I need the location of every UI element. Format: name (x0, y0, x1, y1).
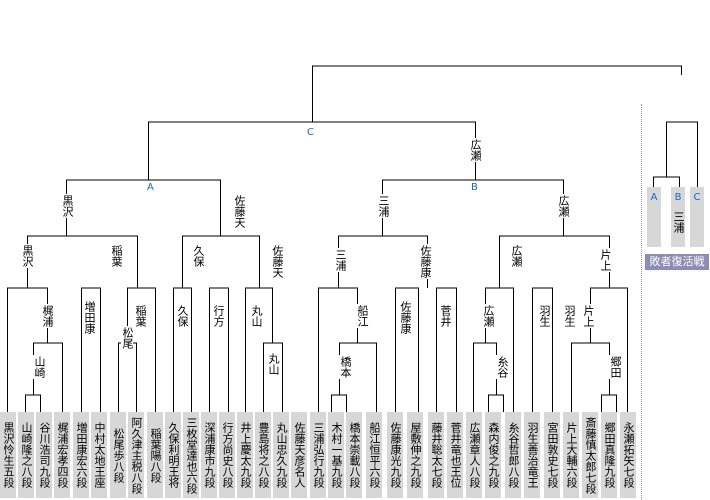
player-box: 斎藤慎太郎七段 (582, 412, 598, 498)
player-box: 羽生善治竜王 (524, 412, 540, 498)
repechage-name-b: 三浦 (672, 211, 685, 233)
player-box: 片上大輔六段 (563, 412, 579, 498)
player-box: 増田康宏六段 (73, 412, 89, 498)
player-box: 阿久津主税八段 (128, 412, 144, 498)
winner-r5-a: 黒沢 (61, 194, 74, 218)
winner-r2-a: 梶浦 (41, 304, 54, 328)
repechage-slot-b: B 三浦 (671, 187, 685, 247)
winner-r1-d: 郷田 (609, 355, 622, 379)
match-r3-i (436, 287, 457, 412)
player-box: 菅井竜也王位 (447, 412, 463, 498)
player-box: 佐藤天彦名人 (291, 412, 307, 498)
winner-r3-a: 増田康 (83, 300, 96, 335)
match-r1-d (601, 394, 617, 412)
winner-r3-j: 羽生 (538, 304, 551, 328)
winner-r2-c: 丸山 (267, 352, 280, 376)
winner-r4-d: 佐藤天 (271, 244, 284, 279)
player-box: 森内俊之九段 (485, 412, 501, 498)
player-box: 三枚堂達也六段 (183, 412, 199, 498)
repechage-tag-a: A (650, 192, 658, 203)
winner-r2-d: 船江 (356, 304, 369, 328)
winner-r1-a: 山崎 (33, 355, 46, 379)
repechage-label: 敗者復活戦 (645, 254, 709, 270)
player-box: 屋敷伸之九段 (407, 412, 423, 498)
match-r3-g (318, 287, 358, 412)
winner-r3-g: 佐藤康 (399, 300, 412, 335)
winner-r4-a: 黒沢 (21, 244, 34, 268)
match-r3-b (81, 287, 101, 412)
match-r2-f (571, 342, 610, 412)
winner-r3-e: 丸山 (250, 304, 263, 328)
player-box: 中村太地王座 (91, 412, 107, 498)
winner-r4-b: 稲葉 (110, 244, 123, 268)
player-box: 深浦康市九段 (201, 412, 217, 498)
winner-r3-d: 行方 (212, 304, 225, 328)
player-box: 谷川浩司九段 (36, 412, 52, 498)
player-box: 梶浦宏孝四段 (54, 412, 70, 498)
winner-r4-f: 広瀬 (510, 244, 523, 268)
player-box: 宮田敦史七段 (544, 412, 560, 498)
player-box: 松尾歩八段 (110, 412, 126, 498)
repechage-slot-a: A (647, 187, 661, 247)
player-box: 木村一基九段 (328, 412, 344, 498)
winner-r3-f: 三浦 (334, 248, 347, 272)
winner-r1-c: 糸谷 (496, 355, 509, 379)
match-r5-a (66, 179, 221, 236)
player-box: 豊島将之八段 (255, 412, 271, 498)
match-r1-a (25, 394, 41, 412)
player-box: 永瀬拓矢七段 (620, 412, 636, 498)
player-box: 船江恒平六段 (366, 412, 382, 498)
winner-r4-e: 佐藤康 (419, 244, 432, 279)
repechage-slot-c: C (690, 187, 704, 247)
winner-r6: 広瀬 (469, 138, 482, 162)
player-box: 三浦弘行九段 (310, 412, 326, 498)
player-box: 稲葉陽八段 (147, 412, 163, 498)
repechage-tag-c: C (693, 192, 701, 203)
match-r2-b (118, 342, 137, 412)
winner-r3-i: 広瀬 (482, 304, 495, 328)
match-r3-k (532, 287, 553, 412)
block-label-c: C (307, 127, 314, 138)
player-box: 山崎隆之八段 (18, 412, 34, 498)
winner-r3-b: 稲葉 (134, 304, 147, 328)
winner-r5-c: 三浦 (377, 194, 390, 218)
block-label-a: A (147, 182, 154, 193)
block-label-b: B (471, 182, 478, 193)
player-box: 郷田真隆九段 (601, 412, 617, 498)
winner-r3-c: 久保 (176, 304, 189, 328)
player-box: 黒沢怜生五段 (0, 412, 16, 498)
winner-r3-k: 片上 (582, 304, 595, 328)
winner-r2-b: 松尾 (121, 326, 134, 350)
match-r1-b (331, 394, 347, 412)
player-box: 行方尚史八段 (219, 412, 235, 498)
match-r3-e (209, 287, 229, 412)
section-divider (641, 104, 642, 500)
player-box: 丸山忠久九段 (273, 412, 289, 498)
repechage-tag-b: B (674, 192, 682, 203)
repechage-lines (653, 121, 698, 187)
player-box: 久保利明王将 (165, 412, 181, 498)
winner-r2-e: 羽生 (563, 304, 576, 328)
player-box: 広瀬章人八段 (466, 412, 482, 498)
winner-r4-c: 久保 (192, 244, 205, 268)
winner-r3-h: 菅井 (439, 304, 452, 328)
winner-r5-d: 広瀬 (557, 194, 570, 218)
match-r3-h (395, 287, 419, 412)
player-box: 佐藤康光九段 (387, 412, 403, 498)
winner-r4-g: 片上 (599, 248, 612, 272)
player-box: 藤井聡太七段 (428, 412, 444, 498)
player-box: 井上慶太九段 (237, 412, 253, 498)
player-box: 橋本崇載八段 (346, 412, 362, 498)
match-r2-e (473, 342, 497, 412)
match-r4-c (338, 235, 428, 288)
winner-r5-b: 佐藤天 (233, 194, 246, 229)
player-box: 糸谷哲郎八段 (505, 412, 521, 498)
match-r3-c (127, 287, 156, 412)
winner-r1-b: 橋本 (339, 355, 352, 379)
match-r1-c (488, 394, 504, 412)
match-final (312, 65, 682, 122)
